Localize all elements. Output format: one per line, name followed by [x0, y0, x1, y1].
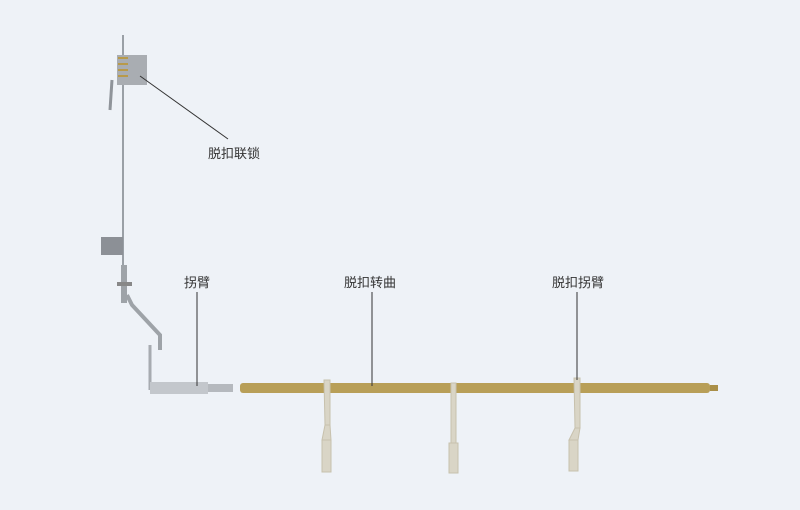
label-crank-arm: 拐臂 [183, 276, 211, 291]
crank-arm-part [148, 345, 233, 394]
springs [118, 57, 128, 77]
trip-shaft-part [240, 377, 718, 474]
label-trip-interlock: 脱扣联锁 [207, 147, 261, 162]
label-trip-crank-arm: 脱扣拐臂 [551, 276, 605, 291]
trip-interlock-assembly [101, 35, 162, 350]
plate [101, 237, 123, 255]
label-trip-shaft: 脱扣转曲 [343, 276, 397, 291]
leader-lines [139, 75, 578, 386]
